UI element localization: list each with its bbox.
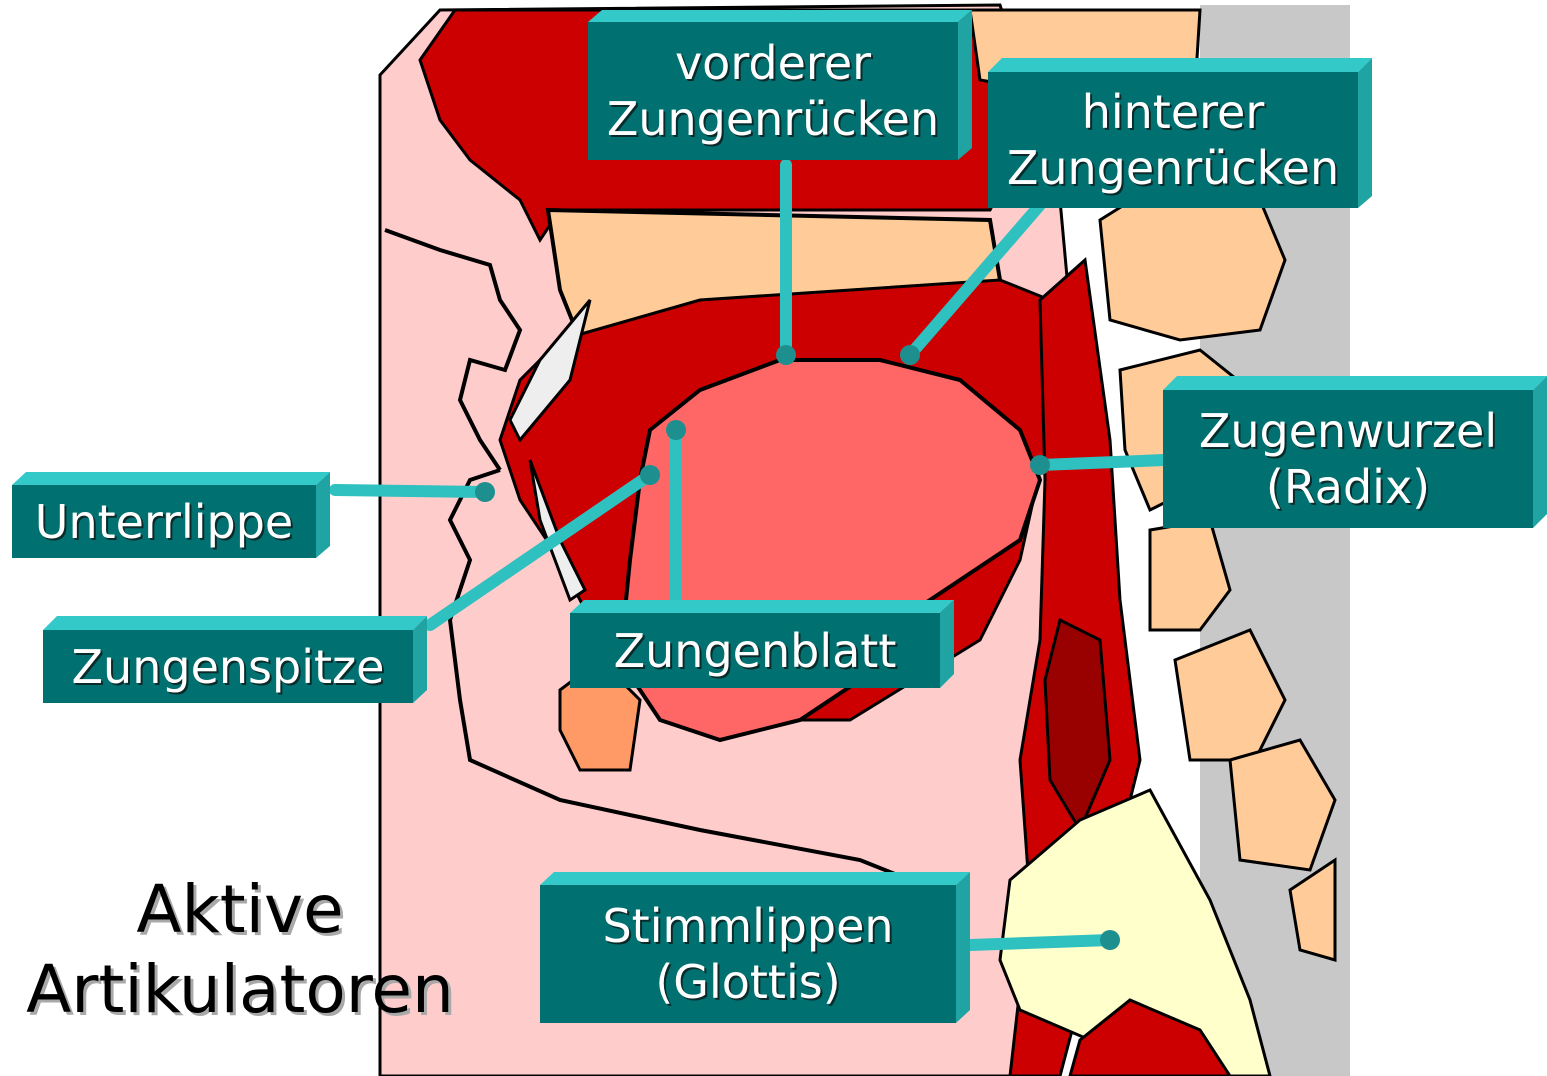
- label-line: Zungenrücken: [1007, 140, 1339, 196]
- pointer-end-zungenspitze: [640, 465, 660, 485]
- pointer-stimmlippen: [970, 940, 1110, 945]
- label-unterrlippe: Unterrlippe: [12, 485, 316, 558]
- label-line: Zungenrücken: [607, 91, 939, 147]
- label-vorderer-zungenruecken: vorderer Zungenrücken: [588, 22, 958, 160]
- pointer-end-zugenwurzel: [1030, 455, 1050, 475]
- pointer-end-vorderer: [776, 345, 796, 365]
- label-hinterer-zungenruecken: hinterer Zungenrücken: [988, 72, 1358, 208]
- label-zugenwurzel: Zugenwurzel (Radix): [1163, 390, 1533, 528]
- pointer-end-unterrlippe: [475, 482, 495, 502]
- label-line: (Glottis): [655, 954, 840, 1010]
- label-line: vorderer: [675, 35, 871, 91]
- title-line-2: Artikulatoren: [10, 950, 470, 1030]
- label-zungenblatt: Zungenblatt: [570, 613, 940, 688]
- label-line: Stimmlippen: [602, 898, 893, 954]
- pointer-end-zungenblatt: [666, 420, 686, 440]
- pointer-end-hinterer: [900, 345, 920, 365]
- label-line: Zungenspitze: [72, 639, 385, 695]
- pointer-end-stimmlippen: [1100, 930, 1120, 950]
- title-line-1: Aktive: [10, 870, 470, 950]
- pointer-unterrlippe: [335, 490, 485, 492]
- label-line: Zungenblatt: [614, 623, 897, 679]
- label-line: (Radix): [1266, 459, 1430, 515]
- label-stimmlippen: Stimmlippen (Glottis): [540, 885, 956, 1023]
- label-line: hinterer: [1082, 84, 1265, 140]
- pointer-zugenwurzel: [1040, 460, 1165, 465]
- label-line: Zugenwurzel: [1199, 403, 1497, 459]
- label-line: Unterrlippe: [35, 494, 293, 550]
- label-zungenspitze: Zungenspitze: [43, 630, 413, 703]
- diagram-title: Aktive Artikulatoren: [10, 870, 470, 1030]
